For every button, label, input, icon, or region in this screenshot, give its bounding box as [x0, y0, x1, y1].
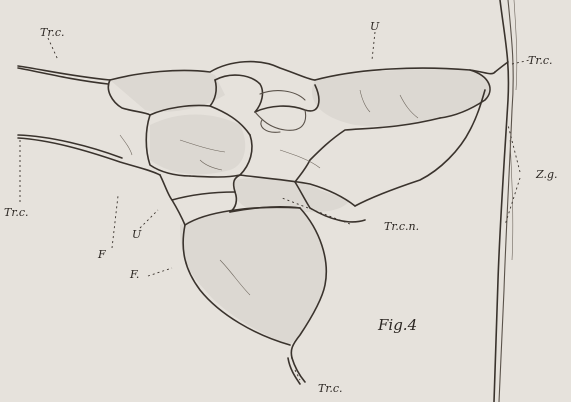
- label-trc-left: Tr.c.: [4, 206, 29, 219]
- vertical-fibres: [494, 0, 517, 402]
- label-trc-top-left: Tr.c.: [40, 26, 65, 39]
- label-zg: Z.g.: [535, 168, 557, 181]
- label-u-top: U: [370, 20, 380, 33]
- label-f-left: F: [97, 248, 106, 261]
- label-trc-top-right: Tr.c.: [528, 54, 553, 67]
- figure-caption: Fig.4: [377, 316, 417, 334]
- cell-fills: [110, 69, 490, 345]
- label-u-left: U: [132, 228, 142, 241]
- label-trc-bottom: Tr.c.: [318, 382, 343, 395]
- label-trcn: Tr.c.n.: [384, 220, 419, 233]
- label-f-lower: F.: [129, 268, 139, 281]
